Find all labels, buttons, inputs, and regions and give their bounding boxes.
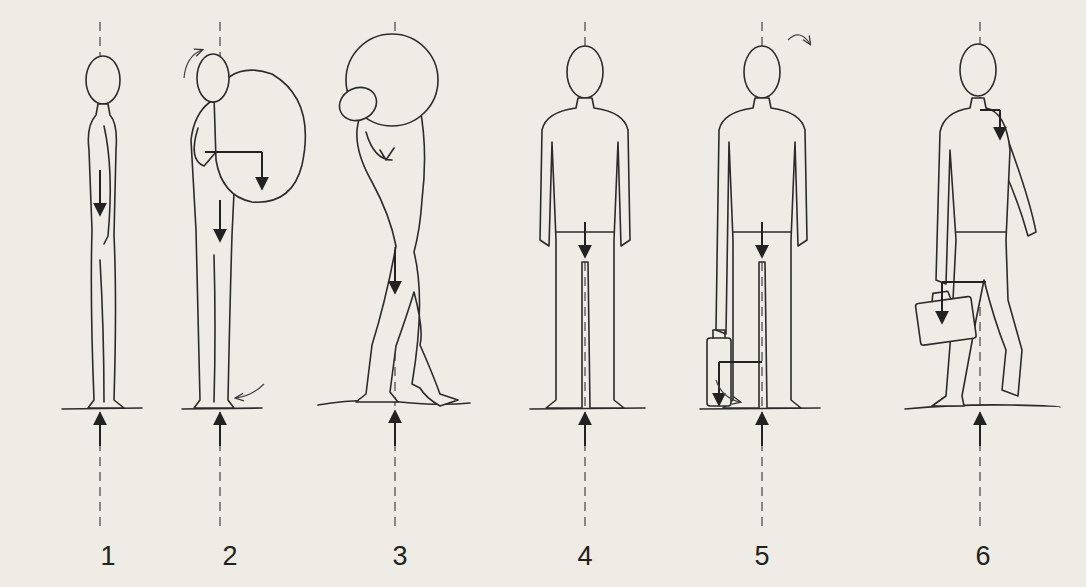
standing-figure-front [540,46,630,446]
figure-walking-with-briefcase [914,44,1036,446]
figure-carrying-sack [184,50,305,446]
figure-number: 5 [750,541,773,572]
figure-number: 3 [388,541,411,572]
figure-number: 4 [573,541,596,572]
figure-number: 6 [971,541,994,572]
figure-with-briefcase-front [707,35,810,446]
gravity-axes [100,22,980,528]
figure-number: 1 [96,541,119,572]
standing-figure-side [86,56,124,446]
figure-number: 2 [218,541,241,572]
figure-bent-with-sack [334,34,458,446]
